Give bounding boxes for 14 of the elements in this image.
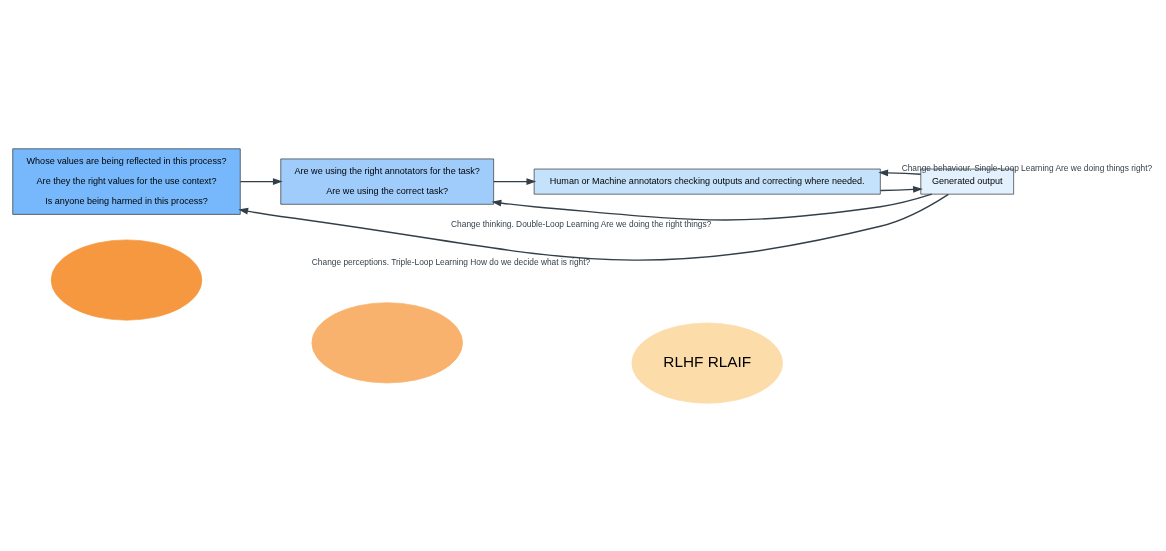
node-box: Human or Machine annotators checking outputs and correcting where needed. xyxy=(533,168,881,194)
arrow xyxy=(878,168,922,176)
node-box: Are we using the right annotators for the task? Are we using the correct task? xyxy=(280,158,494,205)
arrow xyxy=(239,177,283,185)
node-box: Whose values are being reflected in this process? Are they the right values for the use context? Is anyone being harmed in this process? xyxy=(12,147,241,215)
arrow xyxy=(879,185,923,193)
arrow xyxy=(491,192,933,221)
node-ellipse xyxy=(50,239,203,320)
arrow xyxy=(493,177,537,185)
edge-label: Change thinking. Double-Loop Learning Are we doing the right things? xyxy=(451,218,712,229)
node-ellipse: RLHF RLAIF xyxy=(631,322,783,404)
arrow xyxy=(238,193,950,261)
edge-label: Change perceptions. Triple-Loop Learning How do we decide what is right? xyxy=(311,256,591,267)
node-ellipse xyxy=(311,301,463,383)
